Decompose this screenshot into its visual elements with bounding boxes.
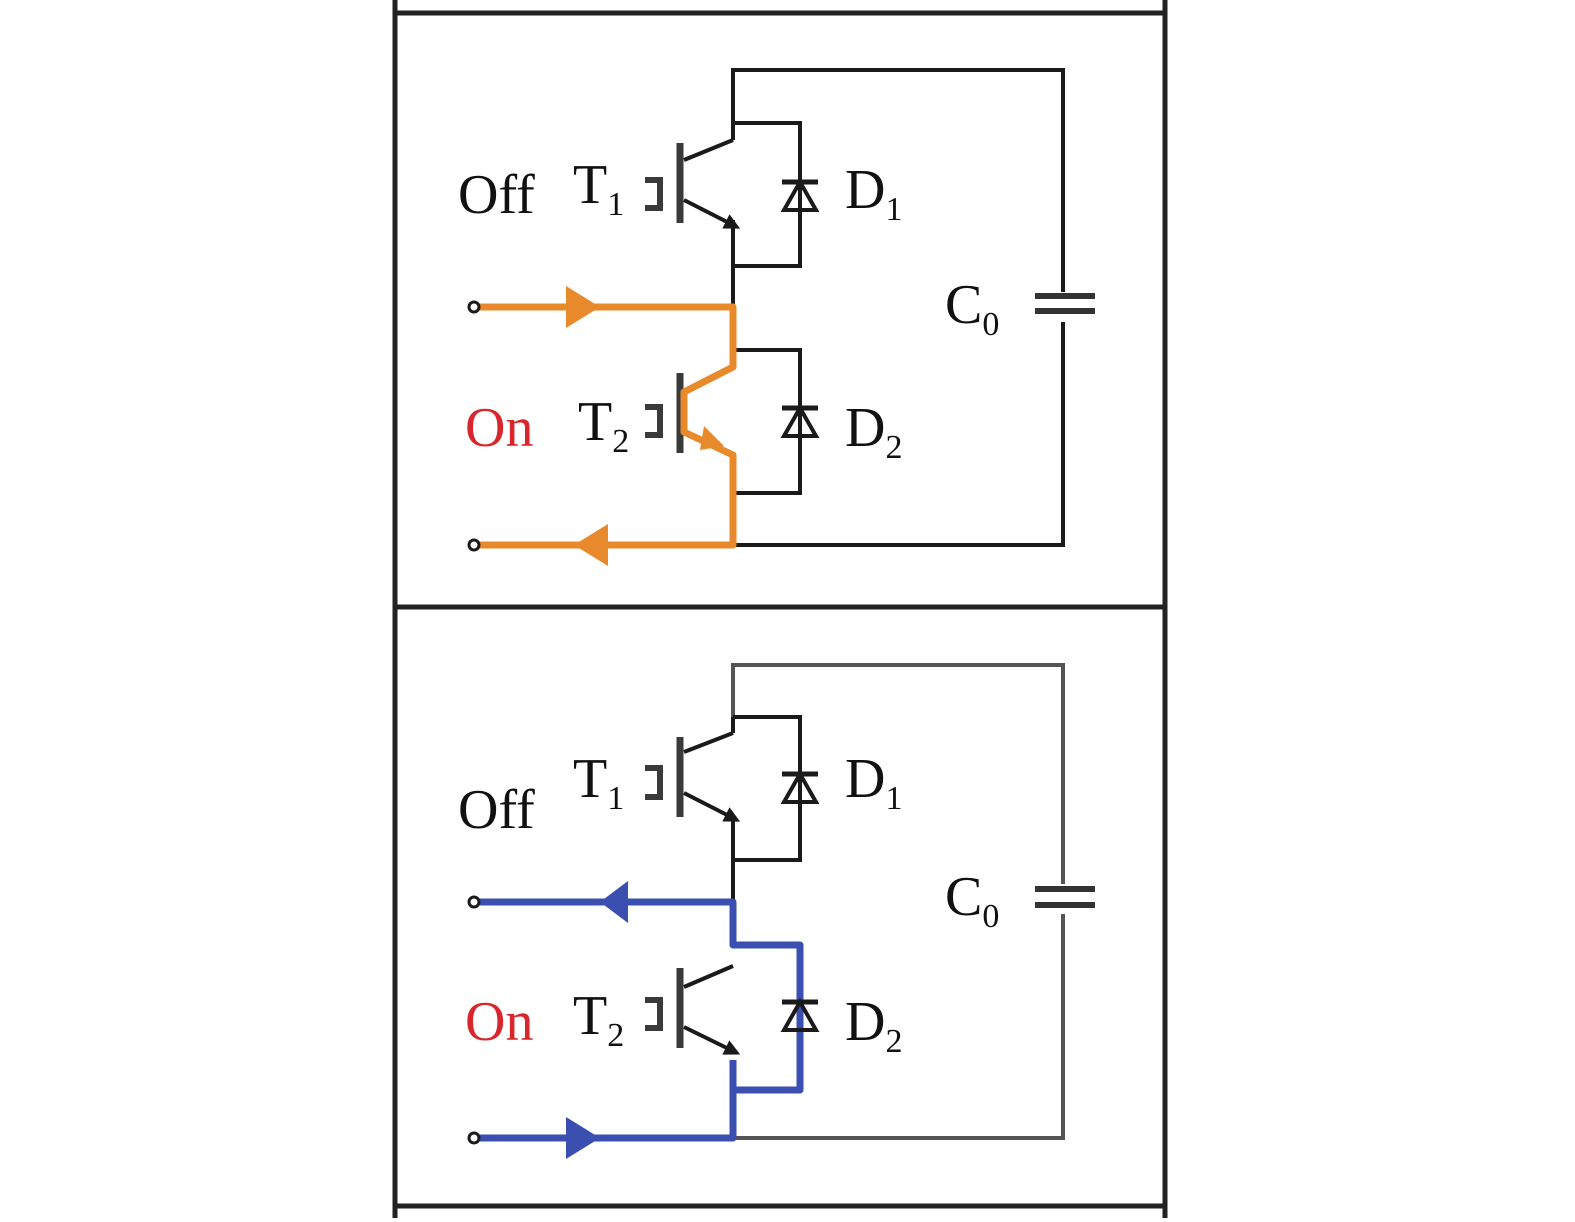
top-current-path [476,286,737,566]
bottom-t1-label: T1 [573,748,624,817]
top-arrow-left [574,524,608,566]
bottom-d2-diode [780,997,820,1032]
top-c0-label: C0 [945,274,999,343]
bottom-current-path [476,881,804,1159]
bottom-t2-label: T2 [573,985,624,1054]
top-d2-label: D2 [845,397,902,466]
top-terminal-lower [467,538,481,552]
top-t2-transistor [645,373,684,453]
top-d1-label: D1 [845,159,902,228]
panel-top: Off On T1 T2 D1 D2 C0 [458,68,1095,566]
top-t2-state: On [465,397,533,459]
bottom-c0-label: C0 [945,866,999,935]
top-arrow-right [566,286,600,328]
top-t2-label: T2 [578,391,629,460]
bottom-c0-capacitor [1035,884,1095,914]
bottom-arrow-left [600,881,628,923]
top-d2-diode [780,403,820,438]
top-d1-diode [780,177,820,212]
top-circuit-wires [731,68,1065,547]
outer-frame [392,0,1168,1218]
top-c0-capacitor [1035,292,1095,322]
bottom-t1-state: Off [458,779,535,841]
bottom-d1-label: D1 [845,748,902,817]
bottom-circuit-wires [683,663,1065,1140]
bottom-terminal-lower [467,1131,481,1145]
top-t1-state: Off [458,164,535,226]
bottom-t2-state: On [465,991,533,1053]
bottom-t2-transistor [645,968,684,1048]
bottom-terminal-upper [467,895,481,909]
top-t1-label: T1 [573,154,624,223]
bottom-arrow-right [566,1117,600,1159]
top-t1-transistor [645,123,741,229]
bottom-t1-transistor [645,737,684,817]
bottom-d1-diode [780,769,820,804]
bottom-d2-label: D2 [845,991,902,1060]
panel-bottom: Off On T1 T2 D1 D2 C0 [458,663,1095,1159]
top-terminal-upper [467,300,481,314]
